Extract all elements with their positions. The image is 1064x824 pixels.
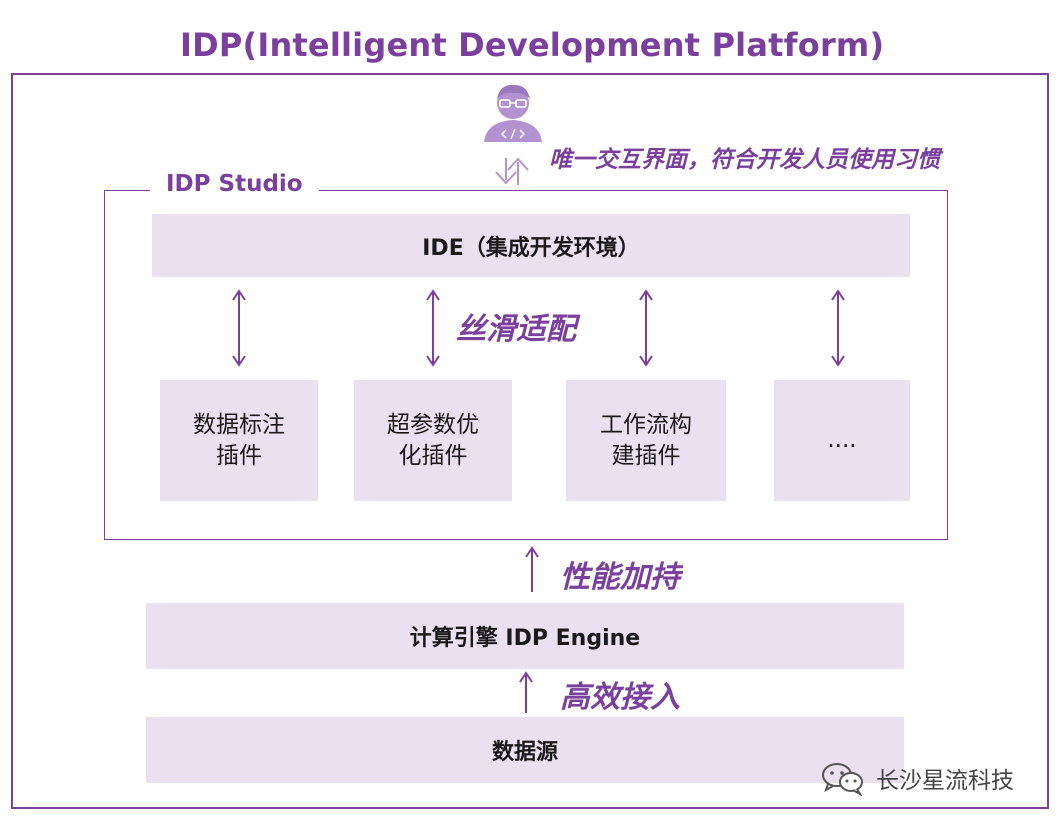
plugin-line1: .... (827, 427, 857, 453)
engine-label: 计算引擎 IDP Engine (409, 626, 641, 651)
ide-label: IDE（集成开发环境） (422, 235, 640, 261)
watermark-text: 长沙星流科技 (876, 768, 1014, 794)
plugin-line2: 建插件 (611, 442, 681, 469)
plugin-workflow: 工作流构 建插件 (566, 380, 726, 501)
plugin-line2: 化插件 (398, 442, 468, 469)
performance-label: 性能加持 (560, 560, 680, 595)
datasource-label: 数据源 (491, 740, 558, 765)
plugin-hyperparameter: 超参数优 化插件 (354, 380, 512, 501)
plugin-more: .... (774, 380, 910, 501)
studio-frame (104, 190, 948, 540)
plugin-data-annotation: 数据标注 插件 (160, 380, 318, 501)
watermark: 长沙星流科技 (820, 760, 1014, 796)
engine-block: 计算引擎 IDP Engine (146, 603, 904, 669)
interface-label: 唯一交互界面，符合开发人员使用习惯 (549, 147, 940, 173)
ide-block: IDE（集成开发环境） (152, 214, 910, 277)
datasource-block: 数据源 (146, 717, 904, 783)
access-label: 高效接入 (560, 680, 680, 715)
plugin-line1: 工作流构 (600, 411, 692, 438)
studio-label: IDP Studio (150, 170, 319, 198)
diagram-title: IDP(Intelligent Development Platform) (180, 26, 885, 64)
plugin-line1: 超参数优 (387, 411, 479, 438)
adapt-label: 丝滑适配 (456, 312, 576, 347)
platform-frame (11, 73, 1049, 809)
plugin-line2: 插件 (216, 442, 262, 469)
wechat-icon (822, 763, 863, 796)
plugin-line1: 数据标注 (193, 411, 285, 438)
